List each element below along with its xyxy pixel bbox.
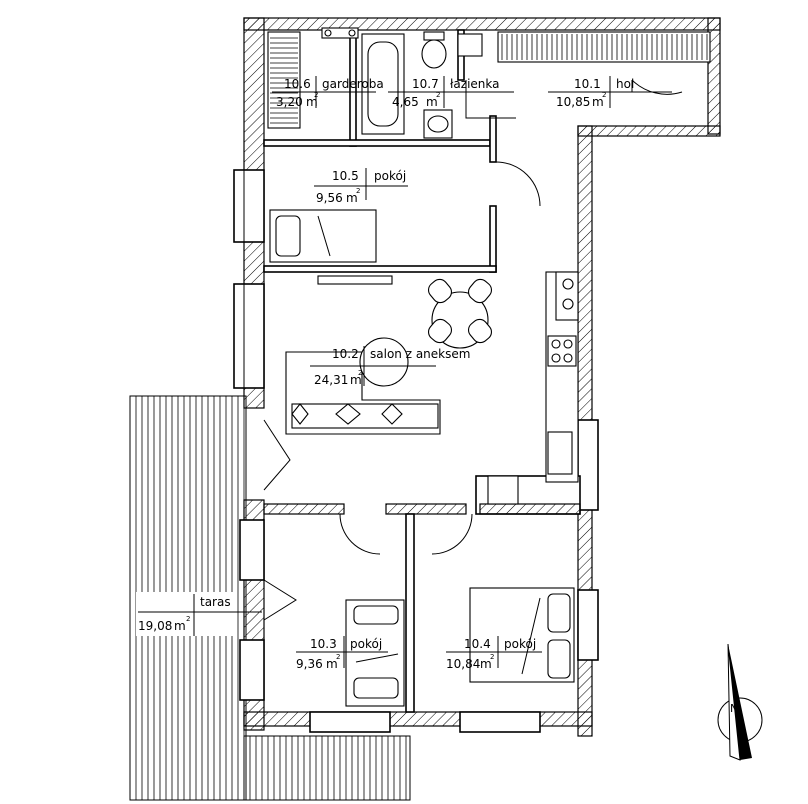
room-labels: 10.6 garderoba 3,20 m 2 10.7 łazienka 4,… [136,76,672,671]
dining-table [427,278,493,349]
svg-text:łazienka: łazienka [450,77,499,91]
svg-text:10.5: 10.5 [332,169,359,183]
washing-machine [457,33,483,57]
svg-text:9,36: 9,36 [296,657,323,671]
room-label-pokoj-10-4: 10.4 pokój 10,84 m 2 [446,636,542,671]
sofa [285,337,441,435]
svg-text:m: m [174,619,186,633]
svg-text:10.4: 10.4 [464,637,491,651]
svg-text:hol: hol [616,77,634,91]
room-label-pokoj-10-5: 10.5 pokój 9,56 m 2 [314,168,408,205]
svg-text:m: m [426,95,438,109]
toilet [421,31,447,69]
svg-text:2: 2 [436,91,440,99]
bathroom-sink [423,109,453,139]
svg-text:garderoba: garderoba [322,77,384,91]
svg-text:10.2: 10.2 [332,347,359,361]
svg-text:10.3: 10.3 [310,637,337,651]
svg-text:pokój: pokój [504,637,536,651]
windows [233,169,599,733]
tv-cabinet [317,275,393,285]
svg-text:2: 2 [358,369,362,377]
svg-text:10,84: 10,84 [446,657,480,671]
terrace-decking-lower [249,736,407,800]
svg-text:N: N [730,702,738,715]
radiator-icon [321,27,359,39]
svg-text:m: m [350,373,362,387]
svg-text:2: 2 [186,615,190,623]
svg-text:m: m [592,95,604,109]
svg-text:taras: taras [200,595,231,609]
svg-text:10.7: 10.7 [412,77,439,91]
room-label-salon: 10.2 salon z aneksem 24,31 m 2 [310,346,470,387]
svg-text:2: 2 [602,91,606,99]
bathtub [361,33,405,135]
svg-text:2: 2 [356,187,360,195]
svg-text:m: m [480,657,492,671]
terrace-label: taras 19,08 m 2 [136,592,262,636]
bed [469,587,575,683]
svg-text:2: 2 [336,653,340,661]
kitchen-counter [487,271,579,505]
svg-text:pokój: pokój [350,637,382,651]
svg-text:10.6: 10.6 [284,77,311,91]
north-arrow-icon: N [717,643,763,761]
room-label-lazienka: 10.7 łazienka 4,65 m 2 [388,76,514,109]
svg-text:m: m [326,657,338,671]
svg-text:m: m [306,95,318,109]
room-label-garderoba: 10.6 garderoba 3,20 m 2 [272,76,384,109]
svg-text:19,08: 19,08 [138,619,172,633]
bed [345,599,405,707]
svg-text:9,56: 9,56 [316,191,343,205]
svg-text:2: 2 [490,653,494,661]
svg-text:pokój: pokój [374,169,406,183]
svg-text:m: m [346,191,358,205]
svg-text:4,65: 4,65 [392,95,419,109]
hall-wardrobe [497,31,711,63]
wardrobe-rack [267,31,301,129]
svg-text:24,31: 24,31 [314,373,348,387]
furniture [267,27,711,707]
bed [269,209,377,263]
room-label-hol: 10.1 hol 10,85 m 2 [548,76,672,109]
svg-text:10.1: 10.1 [574,77,601,91]
doors [263,79,683,621]
room-label-pokoj-10-3: 10.3 pokój 9,36 m 2 [296,636,388,671]
svg-text:salon z aneksem: salon z aneksem [370,347,470,361]
svg-text:2: 2 [314,91,318,99]
svg-text:10,85: 10,85 [556,95,590,109]
svg-text:3,20: 3,20 [276,95,303,109]
